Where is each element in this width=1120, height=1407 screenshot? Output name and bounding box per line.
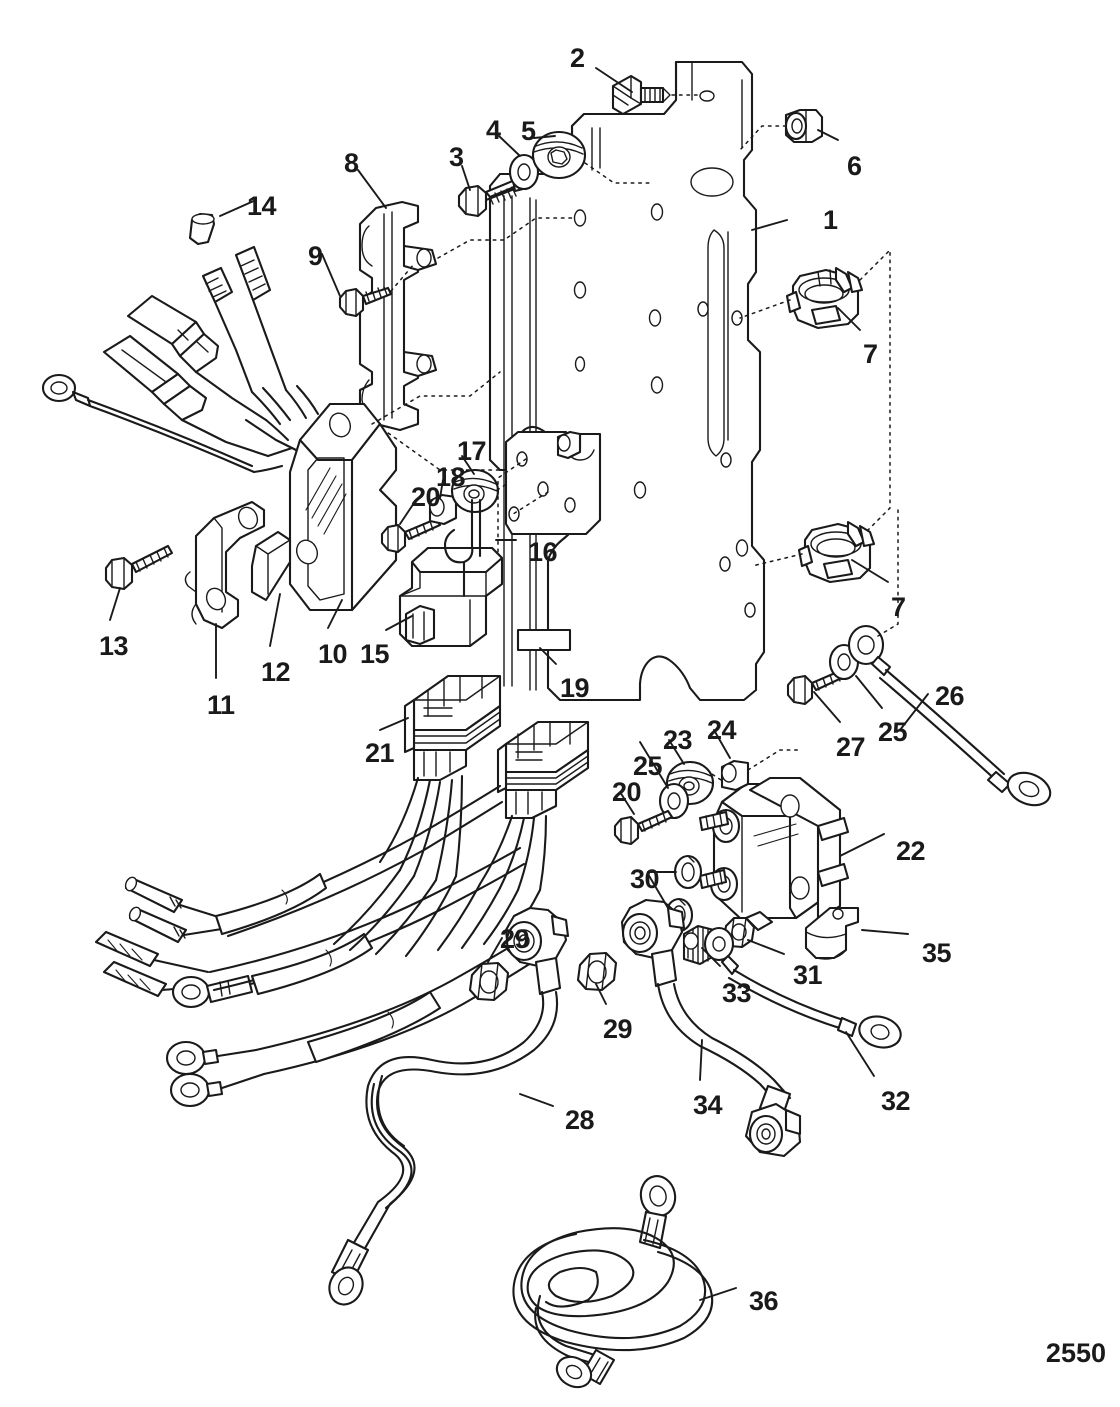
- part-19-identification-label: [516, 628, 572, 652]
- part-32-jumper-lead: [703, 926, 902, 1049]
- part-20b-hex-flange-bolt-short: [613, 809, 674, 846]
- leader-lines: [109, 67, 929, 1301]
- callout-20-solenoid: 20: [612, 777, 642, 807]
- part-7b-hose-clamp-lower: [751, 520, 876, 584]
- callout-15: 15: [360, 639, 390, 669]
- callout-22: 22: [896, 836, 926, 866]
- callout-18: 18: [436, 462, 466, 492]
- callout-7-upper: 7: [863, 339, 878, 369]
- part-33-knurled-terminal-nut: [682, 924, 716, 966]
- callout-24: 24: [707, 715, 737, 745]
- part-24-collar-spacer: [720, 749, 801, 792]
- callout-19: 19: [560, 673, 590, 703]
- part-10-ignition-control-module: [288, 371, 501, 612]
- callout-9: 9: [308, 241, 323, 271]
- part-26-ground-lead-cable: [847, 509, 1052, 807]
- callout-6: 6: [847, 151, 862, 181]
- part-15-relay: [398, 498, 504, 648]
- part-16-bracket-plate-secondary: [497, 430, 602, 565]
- callout-35: 35: [922, 938, 952, 968]
- callout-29-lower: 29: [603, 1014, 633, 1044]
- part-29a-hex-nut: [468, 961, 510, 1002]
- callout-14: 14: [247, 191, 277, 221]
- callout-11: 11: [207, 690, 235, 720]
- callout-10: 10: [318, 639, 348, 669]
- part-14-wire-sleeve-cap: [188, 212, 216, 246]
- part-7a-hose-clamp-upper: [739, 248, 891, 541]
- part-29b-hex-nut: [576, 951, 618, 992]
- callout-20-module: 20: [411, 482, 441, 512]
- callout-3: 3: [449, 142, 464, 172]
- part-12-insulator-pad: [250, 530, 292, 602]
- callout-17: 17: [457, 436, 487, 466]
- callout-1: 1: [823, 205, 838, 235]
- callout-8: 8: [344, 148, 359, 178]
- part-6-bushing-spacer: [739, 108, 824, 151]
- callout-36: 36: [749, 1286, 779, 1316]
- callout-2: 2: [570, 43, 585, 73]
- part-9-hex-flange-screw: [338, 263, 415, 318]
- part-34-starter-cable: [620, 898, 802, 1158]
- figure-number: 2550: [1045, 1338, 1106, 1368]
- part-35-cable-clamp-strap: [804, 906, 860, 960]
- callout-27: 27: [836, 732, 866, 762]
- part-13-hex-flange-bolt-long: [104, 544, 174, 591]
- part-11-module-mounting-bracket: [184, 500, 266, 630]
- callout-13: 13: [99, 631, 129, 661]
- callout-23: 23: [663, 725, 693, 755]
- module-wire-leads: [41, 245, 320, 474]
- part-21-harness-connector-8-way: [403, 674, 590, 820]
- part-28-battery-cable-coiled: [328, 906, 570, 1306]
- callout-26: 26: [935, 681, 965, 711]
- part-18-collar-spacer: [428, 493, 458, 526]
- part-20a-hex-flange-bolt-short: [380, 517, 442, 554]
- callout-34: 34: [693, 1090, 723, 1120]
- callout-28: 28: [565, 1105, 595, 1135]
- callout-29-upper: 29: [500, 924, 530, 954]
- part-36-battery-cable-long-coiled: [512, 1175, 714, 1389]
- part-22-starter-solenoid: [698, 765, 850, 932]
- callout-32: 32: [881, 1086, 911, 1116]
- callout-12: 12: [261, 657, 291, 687]
- callout-25-ground: 25: [878, 717, 908, 747]
- part-25b-flat-washer: [828, 643, 860, 681]
- callout-33: 33: [722, 978, 752, 1008]
- part-17-rubber-isolator-grommet: [450, 468, 563, 514]
- part-5-rubber-grommet-mount: [531, 130, 652, 184]
- lower-wiring-harness: [94, 774, 562, 1108]
- callout-7-lower: 7: [891, 592, 906, 622]
- callout-30: 30: [630, 864, 660, 894]
- callout-5: 5: [521, 116, 536, 146]
- part-8-retainer-clip-bracket: [358, 200, 573, 471]
- part-25a-flat-washer: [658, 782, 690, 820]
- part-2-push-pin-fastener: [611, 74, 701, 116]
- callout-4: 4: [486, 115, 501, 145]
- callout-25-solenoid: 25: [633, 751, 663, 781]
- callout-21: 21: [365, 738, 395, 768]
- callout-16: 16: [528, 537, 558, 567]
- part-4-flat-washer: [508, 153, 540, 191]
- callout-31: 31: [793, 960, 823, 990]
